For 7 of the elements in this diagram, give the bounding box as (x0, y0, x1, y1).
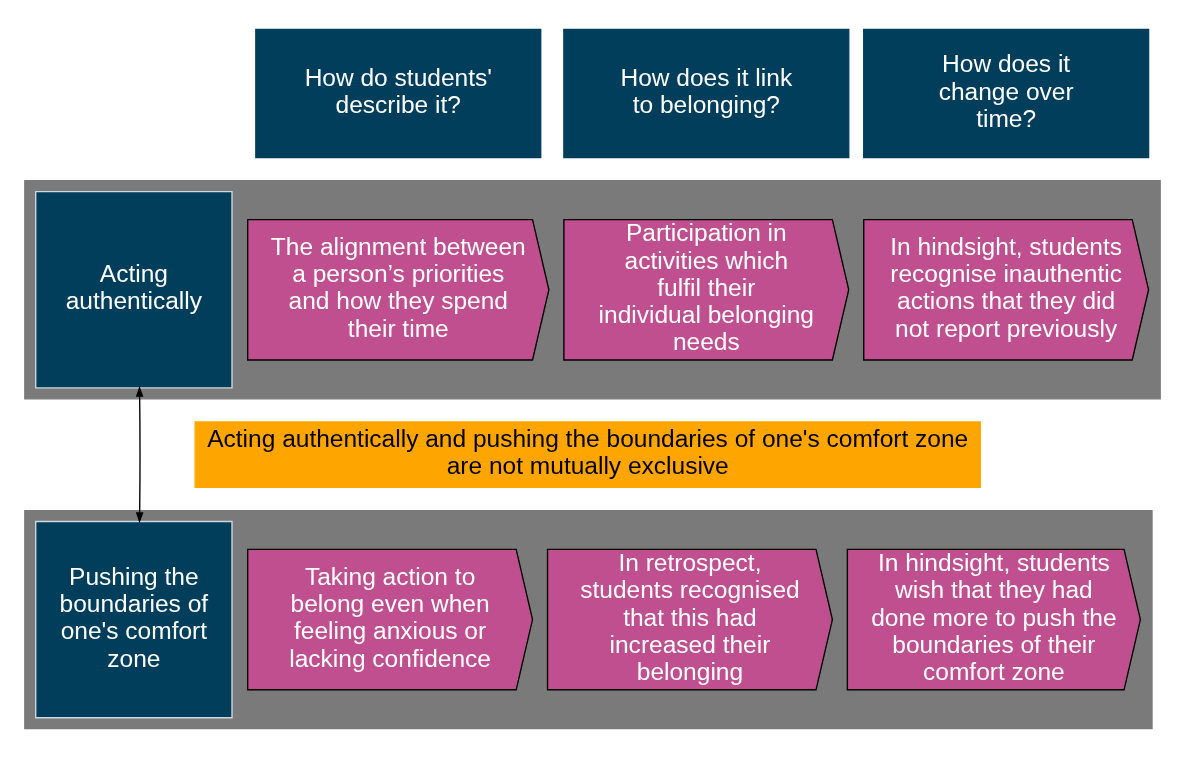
node-box: How does it change over time? (863, 28, 1150, 159)
arrow (135, 385, 144, 524)
node-box: Acting authentically (35, 190, 233, 389)
node-box: Pushing the boundaries of one's comfort zone (35, 520, 233, 719)
node-box: How do students' describe it? (255, 28, 542, 159)
node-box: How does it link to belonging? (563, 28, 850, 159)
node-box: Acting authentically and pushing the boundaries of one's comfort zone are not mutually exclusive (194, 421, 981, 489)
